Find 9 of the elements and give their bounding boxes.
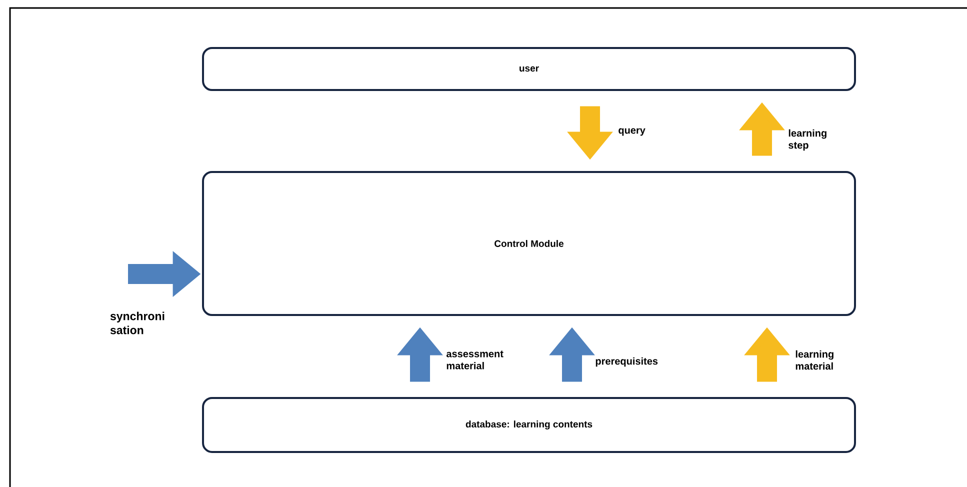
edge-label: assessment material xyxy=(446,350,504,370)
edge-label: prerequisites xyxy=(596,357,658,367)
edge-label: learning material xyxy=(796,350,834,370)
edge-label: query xyxy=(618,128,646,136)
edge-label: synchroni sation xyxy=(110,312,164,334)
process-box: Control Module xyxy=(202,171,856,316)
process-box: user xyxy=(202,47,856,91)
process-box: database: learning contents xyxy=(202,397,856,453)
edge-label: learning step xyxy=(788,129,826,151)
